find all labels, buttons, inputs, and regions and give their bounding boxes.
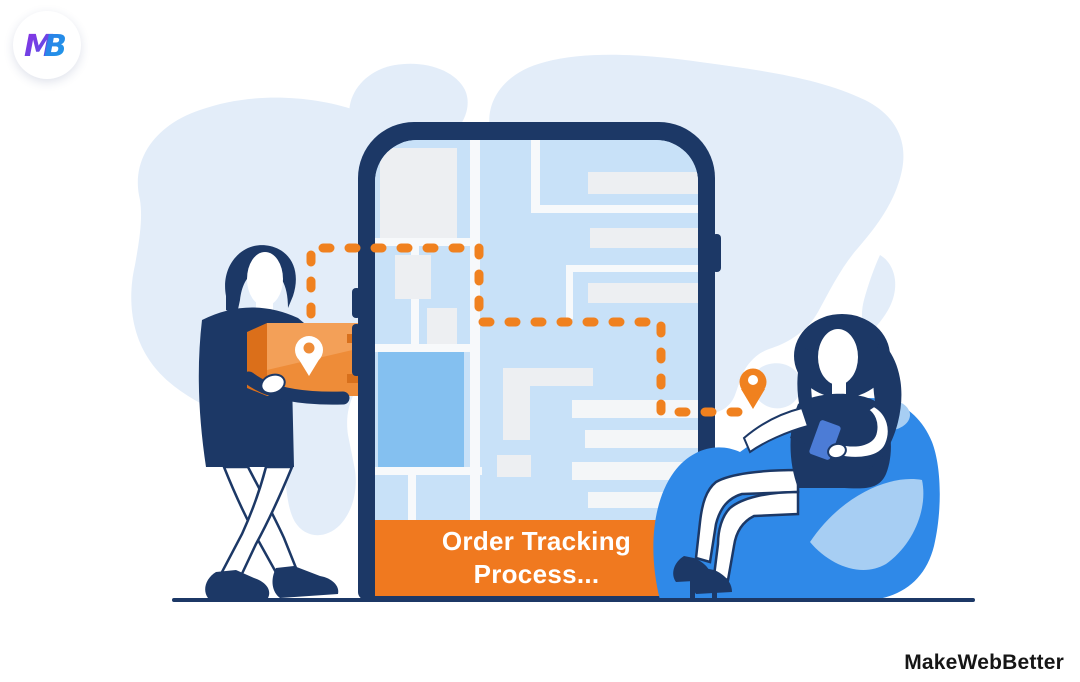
bean-bag-highlight [810,479,924,570]
woman-leg-front [712,490,800,582]
monogram-m: M [24,29,54,61]
man-face [247,252,283,306]
woman-face [818,329,858,385]
map-japan [861,255,896,335]
man-shoe-left [205,570,270,598]
map-block-blue [378,352,464,467]
monogram-b: B [44,29,67,61]
phone-volume-button-1 [352,288,361,318]
woman-leg-back [694,468,800,564]
woman-hand [827,442,847,460]
banner-line-1: Order Tracking [441,526,632,557]
woman-heel-back-stiletto [690,580,695,598]
order-tracking-banner: Order Tracking Process... [375,520,698,596]
mb-monogram: M B [24,29,67,61]
man-hand [260,373,286,395]
man-leg-front [220,465,294,580]
package-box [243,323,361,405]
woman-heel-front [693,568,732,594]
banner-line-2: Process... [473,558,600,589]
delivery-man-illustration [198,245,339,598]
phone-volume-button-2 [352,324,361,376]
customer-woman-illustration [653,314,940,600]
man-shoe-right [272,566,339,598]
woman-dress [790,393,891,489]
ground-line [172,598,975,602]
makewebbetter-logo: M B [13,11,81,79]
woman-arm-left [742,406,810,454]
woman-heel-front-stiletto [712,592,717,600]
watermark-text: MakeWebBetter [904,651,1064,674]
phone-power-button [712,234,721,272]
